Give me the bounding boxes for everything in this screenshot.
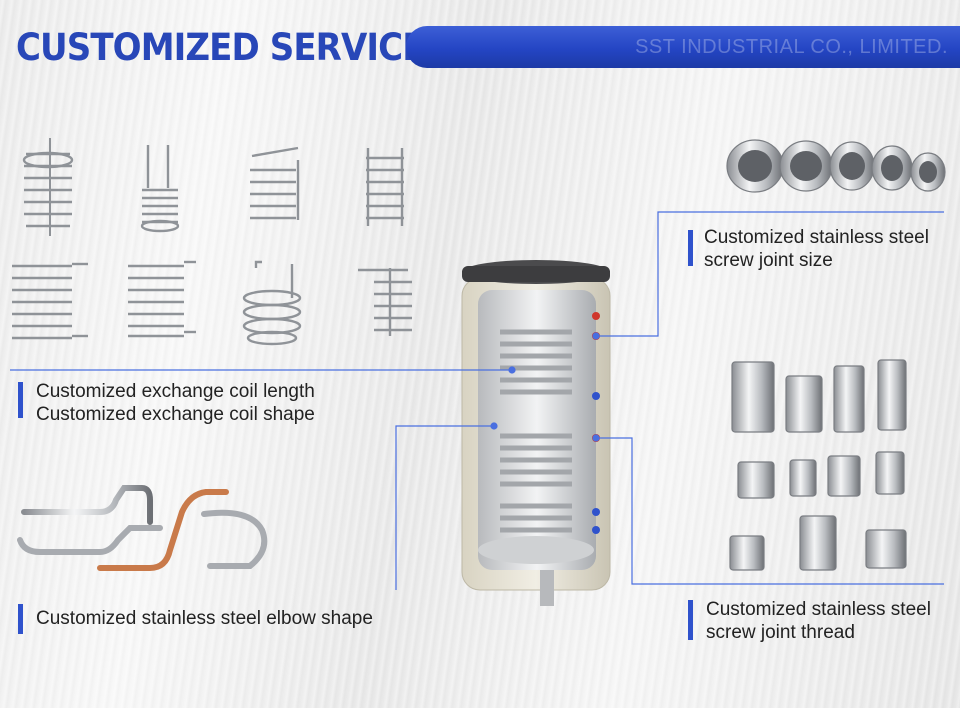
company-name: SST INDUSTRIAL CO., LIMITED. [635,36,948,58]
coil-caption-bar [18,382,23,418]
joint-size-caption-line2: screw joint size [704,250,833,271]
coil-sample-4 [366,148,404,226]
coil-samples [12,138,412,346]
coil-sample-1 [22,138,74,236]
coil-caption-line1: Customized exchange coil length [36,381,315,402]
coil-sample-7 [242,260,302,346]
elbow-caption: Customized stainless steel elbow shape [36,608,373,629]
storage-tank [461,260,611,606]
coil-sample-6 [128,260,196,338]
joint-thread-caption-line2: screw joint thread [706,622,855,643]
coil-caption: Customized exchange coil length Customiz… [36,380,315,426]
elbow-sample-4 [201,509,268,569]
joint-size-samples [726,139,946,193]
elbow-sample-1 [21,485,153,525]
coil-sample-8 [358,268,412,336]
elbow-sample-3 [97,489,229,571]
joint-thread-caption-bar [688,600,693,640]
company-banner: SST INDUSTRIAL CO., LIMITED. [406,26,960,68]
connector-lines [10,211,944,590]
joint-size-caption-bar [688,230,693,266]
elbow-sample-2 [17,525,163,555]
joint-size-caption-line1: Customized stainless steel [704,227,929,248]
elbow-samples [17,485,268,571]
joint-size-caption: Customized stainless steel screw joint s… [704,226,929,272]
page-title: CUSTOMIZED SERVICE [16,26,425,69]
coil-caption-line2: Customized exchange coil shape [36,404,315,425]
coil-sample-5 [12,262,88,340]
coil-sample-3 [250,146,300,220]
joint-thread-caption-line1: Customized stainless steel [706,599,931,620]
joint-thread-samples [729,359,907,571]
joint-thread-caption: Customized stainless steel screw joint t… [706,598,931,644]
coil-sample-2 [140,145,180,233]
elbow-caption-bar [18,604,23,634]
